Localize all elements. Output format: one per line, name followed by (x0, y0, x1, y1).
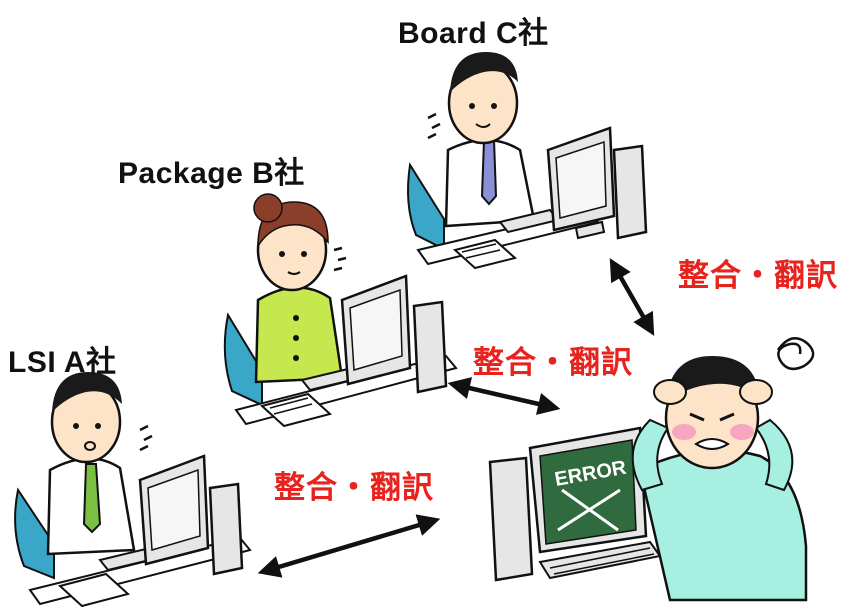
arrow-a-to-engineer (257, 514, 441, 578)
error-screen (539, 439, 637, 545)
stress-scribble-icon (776, 337, 815, 371)
company-label-package-b: Package B社 (118, 157, 305, 190)
action-label-integrate-translate-a: 整合・翻訳 (274, 470, 434, 505)
arrow-c-to-engineer (609, 258, 655, 336)
action-label-integrate-translate-c: 整合・翻訳 (678, 258, 838, 293)
action-label-integrate-translate-b: 整合・翻訳 (473, 345, 633, 380)
arrow-b-to-engineer (447, 377, 561, 415)
board-c-worker (407, 52, 648, 270)
lsi-a-worker (14, 372, 252, 608)
frustrated-engineer (488, 337, 815, 602)
company-label-board-c: Board C社 (398, 17, 549, 50)
company-label-lsi-a: LSI A社 (8, 346, 117, 379)
package-b-worker (223, 193, 458, 428)
